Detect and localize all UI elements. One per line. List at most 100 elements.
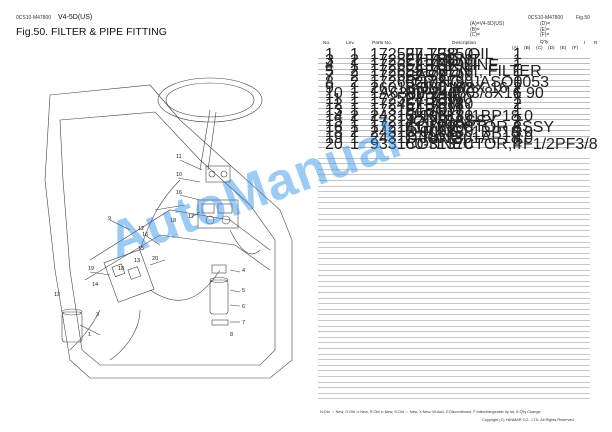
qty-col-c: (C): [536, 46, 543, 51]
cell-qty-a: 1: [513, 102, 522, 119]
blank-row: [318, 158, 590, 165]
cell-no: 3: [325, 51, 334, 69]
callout-label: 12: [138, 226, 144, 232]
cell-qty-a: 1: [513, 46, 522, 63]
cell-lev: 2: [350, 68, 359, 86]
cell-qty-a: 2: [513, 79, 522, 97]
callout-label: 11: [176, 154, 182, 160]
type-note-c: (C)=: [470, 32, 480, 38]
cell-lev: 2: [350, 74, 359, 91]
blank-row: [318, 387, 590, 394]
cell-no: 9: [325, 79, 334, 97]
blank-row: [318, 258, 590, 265]
cell-no: 7: [325, 68, 334, 86]
callout-label: 3: [96, 312, 99, 318]
cell-description: CONNECTOR,PF1/2PF3/8: [405, 135, 598, 153]
cell-lev: 1: [350, 85, 359, 103]
callout-label: 7: [242, 320, 245, 326]
cell-lev: 2: [350, 124, 359, 142]
blank-row: [318, 230, 590, 237]
cell-qty-a: 1: [513, 51, 522, 69]
blank-row: [318, 214, 590, 221]
blank-row: [318, 348, 590, 355]
col-header-description: Description: [452, 41, 476, 46]
footer-copyright: Copyright (C) YANMAR CO., LTD. All Right…: [482, 418, 575, 422]
qty-col-f: (F): [572, 46, 579, 51]
blank-row: [318, 331, 590, 338]
blank-row: [318, 152, 590, 159]
blank-row: [318, 270, 590, 277]
blank-row: [318, 264, 590, 271]
blank-row: [318, 354, 590, 361]
tractor-body-outline: [44, 84, 293, 379]
type-notes-right: (D)= (E)= (F)=: [540, 21, 550, 39]
callout-label: 20: [152, 256, 158, 262]
col-header-parts-no: Parts No.: [372, 41, 392, 46]
header-model: V4-5D(US): [58, 14, 93, 21]
blank-row: [318, 236, 590, 243]
blank-row: [318, 281, 590, 288]
blank-row: [318, 314, 590, 321]
type-note-f: (F)=: [540, 32, 550, 38]
callout-label: 15: [138, 246, 144, 252]
cell-no: 5: [325, 62, 334, 80]
cell-lev: 2: [350, 107, 359, 125]
blank-row: [318, 242, 590, 249]
qty-col-a: (A): [512, 46, 519, 51]
cell-qty-a: 3: [513, 124, 522, 142]
cell-lev: 1: [350, 46, 359, 63]
callout-label: 16: [142, 232, 148, 238]
cell-qty-a: 2: [513, 96, 522, 114]
oil-filter-shape: [61, 311, 83, 343]
blank-row: [318, 219, 590, 226]
type-notes: (A)=V4-5D(US) (B)= (C)=: [470, 21, 504, 39]
cell-qty-a: 1: [513, 68, 522, 86]
blank-row: [318, 169, 590, 176]
callout-label: 5: [242, 288, 245, 294]
callout-label: 16: [176, 190, 182, 196]
callout-label: 18: [170, 218, 176, 224]
cell-qty-a: 2: [513, 113, 522, 131]
blank-row: [318, 186, 590, 193]
cell-lev: 2: [350, 62, 359, 80]
cell-lev: 1: [350, 118, 359, 136]
upper-fitting-block: [205, 165, 231, 183]
qty-col-b: (B): [524, 46, 531, 51]
blank-row: [318, 365, 590, 372]
cell-qty-a: 4: [513, 135, 522, 153]
cell-qty-a: 1: [513, 74, 522, 91]
callout-label: 8: [230, 332, 233, 338]
header-code-right: 0CS10-M47800: [528, 15, 564, 21]
line-filter-shape: [209, 279, 229, 315]
blank-row: [318, 393, 590, 400]
blank-row: [318, 382, 590, 389]
blank-row: [318, 174, 590, 181]
blank-row: [318, 275, 590, 282]
callout-label: 9: [108, 216, 111, 222]
cell-lev: 1: [350, 102, 359, 119]
col-header-i: I: [584, 41, 586, 46]
blank-row: [318, 370, 590, 377]
qty-col-e: (E): [560, 46, 567, 51]
cell-qty-a: 1: [513, 57, 522, 75]
cell-lev: 1: [350, 79, 359, 97]
callout-label: 19: [88, 266, 94, 272]
callout-label: 4: [242, 268, 245, 274]
blank-row: [318, 376, 590, 383]
cell-lev: 1: [350, 135, 359, 153]
callout-label: 14: [92, 282, 98, 288]
cell-qty-a: 4: [513, 130, 522, 147]
col-header-r: R: [594, 41, 598, 46]
control-valve-block: [103, 249, 155, 303]
cell-lev: 1: [350, 57, 359, 75]
blank-row: [318, 180, 590, 187]
blank-row: [318, 286, 590, 293]
cell-lev: 2: [350, 51, 359, 69]
callout-label: 6: [242, 304, 245, 310]
cell-lev: 1: [350, 90, 359, 108]
